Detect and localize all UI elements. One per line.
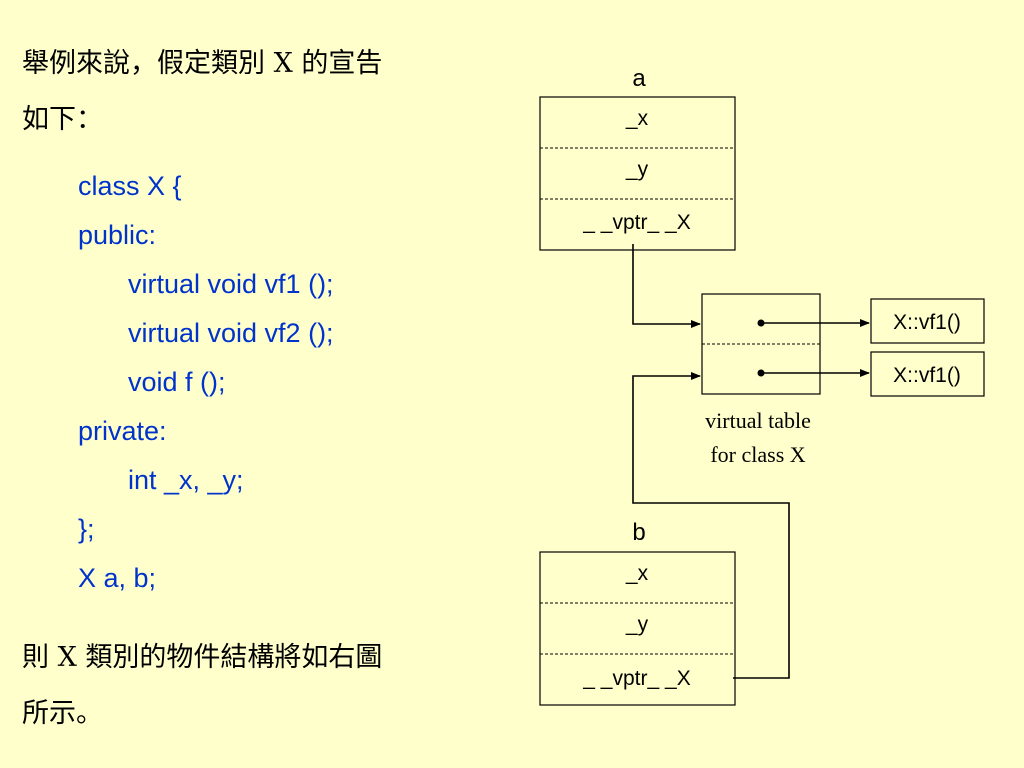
object-b-field-y: _y xyxy=(625,613,649,636)
object-a-label: a xyxy=(632,65,646,92)
code-line: void f (); xyxy=(128,367,226,397)
code-line: X a, b; xyxy=(78,563,157,593)
code-line: int _x, _y; xyxy=(128,465,244,495)
object-b: b _x _y _ _vptr_ _X xyxy=(539,519,736,706)
object-a-field-vptr: _ _vptr_ _X xyxy=(582,211,690,234)
outro-line-2: 所示。 xyxy=(22,698,103,729)
object-a-field-x: _x xyxy=(625,107,649,130)
object-a-box xyxy=(539,96,736,251)
outro-paragraph: 則 X 類別的物件結構將如右圖 所示。 xyxy=(22,630,492,742)
object-b-box xyxy=(539,551,736,706)
code-line: virtual void vf1 (); xyxy=(128,269,334,299)
virtual-table: virtual table for class X xyxy=(701,293,821,467)
intro-paragraph: 舉例來說，假定類別 X 的宣告 如下： xyxy=(22,36,492,148)
function-box-2: X::vf1() xyxy=(870,351,985,397)
code-line: }; xyxy=(78,514,95,544)
object-a-field-y: _y xyxy=(625,158,649,181)
object-b-field-vptr: _ _vptr_ _X xyxy=(582,667,690,690)
function-box-1-border xyxy=(870,298,985,344)
object-b-vptr-arrow xyxy=(632,372,790,679)
intro-line-2: 如下： xyxy=(22,104,103,135)
code-line: class X { xyxy=(78,171,182,201)
vtable-caption-line-2: for class X xyxy=(710,442,805,467)
function-box-2-label: X::vf1() xyxy=(893,364,961,387)
object-b-label: b xyxy=(632,519,645,546)
function-box-2-border xyxy=(870,351,985,397)
function-box-1-label: X::vf1() xyxy=(893,311,961,334)
code-block: class X { public: virtual void vf1 (); virt… xyxy=(78,162,334,603)
object-a: a _x _y _ _vptr_ _X xyxy=(539,65,736,251)
function-box-1: X::vf1() xyxy=(870,298,985,344)
object-a-vptr-arrow xyxy=(632,244,701,328)
vtable-caption-line-1: virtual table xyxy=(705,408,811,433)
intro-line-1: 舉例來說，假定類別 X 的宣告 xyxy=(22,48,383,79)
code-line: public: xyxy=(78,220,157,250)
code-line: virtual void vf2 (); xyxy=(128,318,334,348)
outro-line-1: 則 X 類別的物件結構將如右圖 xyxy=(22,642,383,673)
object-b-field-x: _x xyxy=(625,562,649,585)
code-line: private: xyxy=(78,416,167,446)
